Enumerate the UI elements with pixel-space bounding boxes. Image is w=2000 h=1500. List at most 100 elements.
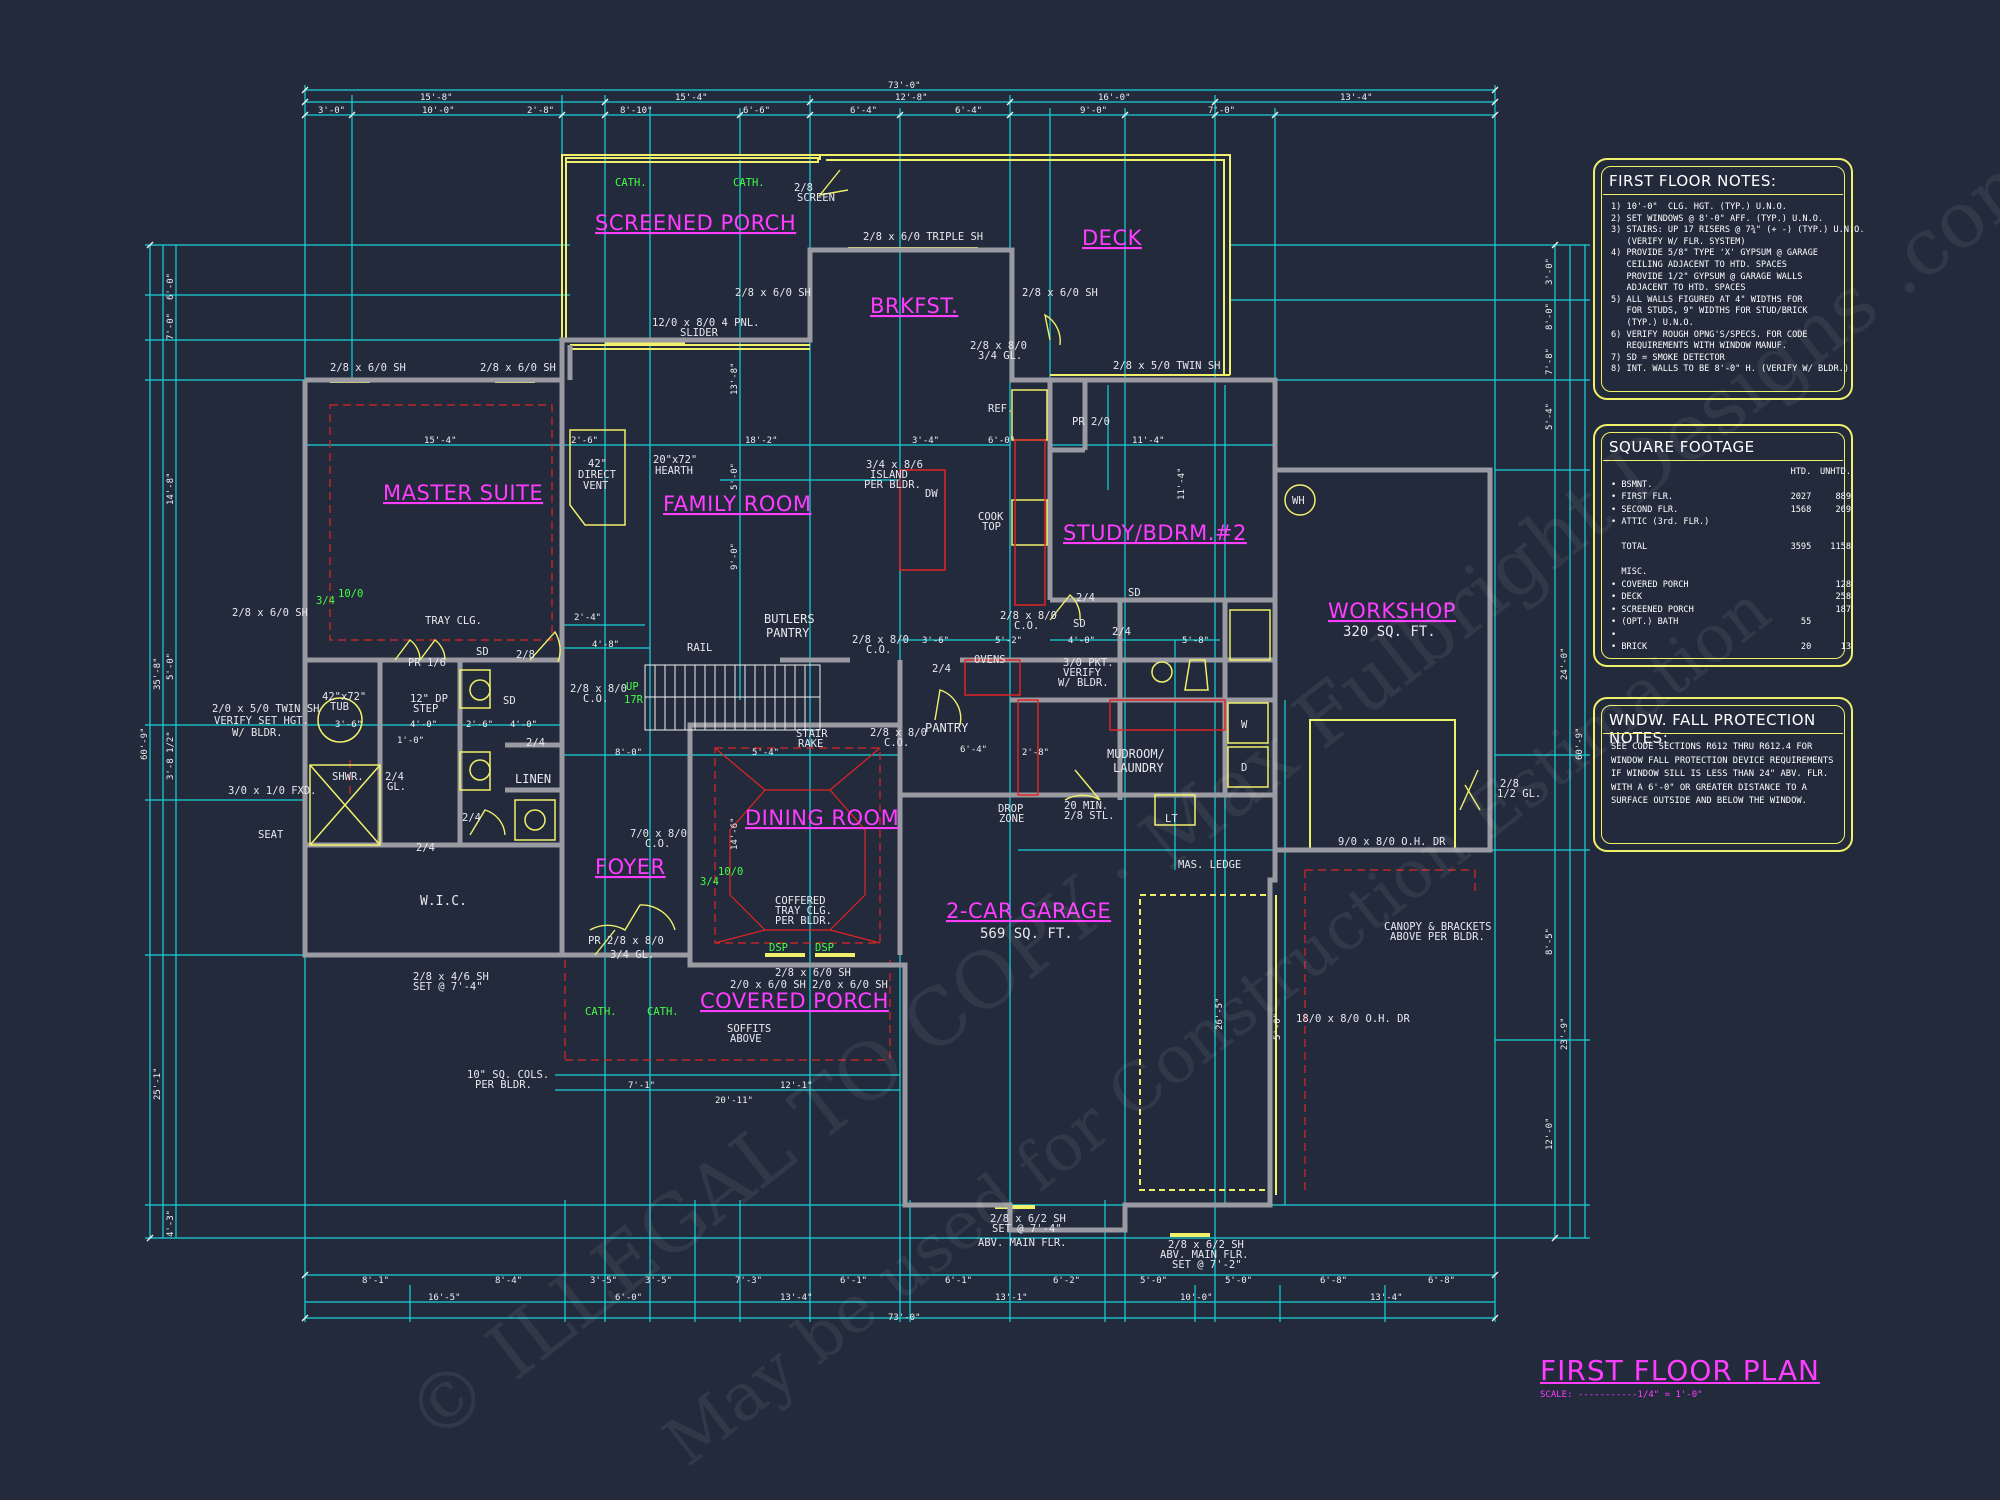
dim-left-small-6: 4'-3" [166,1210,176,1237]
square-footage-cell [1811,616,1851,629]
dim-int-15: 2'-8" [1022,748,1049,758]
square-footage-cell: • (OPT.) BATH [1611,617,1679,628]
label-ohdr-1: 9/0 x 8/0 O.H. DR [1338,836,1446,848]
label-sh-master-side: 2/8 x 6/0 SH [232,607,308,619]
dim-int-18: 20'-11" [715,1096,753,1106]
hidden-lines [329,404,1476,1195]
dim-int-20: 3'-6" [335,720,362,730]
first-floor-note-item: 1) 10'-0" CLG. HGT. (TYP.) U.N.O. [1611,202,1787,212]
square-footage-cell [1811,479,1851,492]
first-floor-note-item: 6) VERIFY ROUGH OPNG'S/SPECS. FOR CODE [1611,329,1808,340]
dim-int-21: 4'-0" [410,720,437,730]
square-footage-cell: 1568 [1790,504,1812,515]
label-twin-side-c: W/ BLDR. [232,727,283,739]
label-canopy-a: CANOPY & BRACKETS [1384,921,1491,933]
label-gl24-b: GL. [387,781,406,793]
dim-top3-7: 9'-0" [1080,106,1107,116]
room-brkfst: BRKFST. [870,294,958,318]
label-d28: 2/8 [516,649,535,661]
label-slider-a: 12/0 x 8/0 4 PNL. [652,317,759,329]
square-footage-cell: • DECK [1611,592,1643,603]
square-footage-box: SQUARE FOOTAGE HTD. UNHTD. • BSMNT.• FIR… [1593,424,1853,667]
room-master-suite: MASTER SUITE [383,481,543,505]
label-cols-a: 10" SQ. COLS. [467,1069,549,1081]
label-hearth-b: HEARTH [655,465,693,477]
dim-top3-1: 10'-0" [422,106,455,116]
room-butlers-2: PANTRY [766,626,810,640]
first-floor-note-item: REQUIREMENTS WITH WINDOW MANUF. [1611,341,1787,352]
window-fall-notes: WNDW. FALL PROTECTION NOTES: SEE CODE SE… [1593,697,1853,852]
label-twin-side-a: 2/0 x 5/0 TWIN SH [212,703,319,715]
label-pkt-b: VERIFY [1063,667,1102,679]
label-sh-cp1: 2/8 x 6/0 SH [775,967,851,979]
dim-bot2-4: 10'-0" [1180,1293,1213,1303]
label-dw: DW [925,488,938,500]
square-footage-title: SQUARE FOOTAGE [1609,438,1755,456]
square-footage-cell: • BSMNT. [1611,479,1653,490]
label-fxd: 3/0 x 1/0 FXD. [228,785,317,797]
square-footage-cell: • SCREENED PORCH [1611,604,1694,615]
label-g34: 3/4 [316,595,335,607]
label-sh62-b: SET @ 7'-4" [992,1223,1062,1235]
dim-bot1-0: 8'-1" [362,1276,389,1286]
first-floor-notes: FIRST FLOOR NOTES: 1) 10'-0" CLG. HGT. (… [1593,158,1865,400]
label-gl34-a: 2/8 x 8/0 [970,340,1027,352]
first-floor-note-item: PROVIDE 1/2" GYPSUM @ GARAGE WALLS [1611,271,1803,282]
label-sd-4: SD [503,695,516,707]
dim-right-small-0: 3'-0" [1545,258,1555,285]
room-workshop: WORKSHOP [1328,599,1456,623]
dim-int-17: 12'-1" [780,1081,813,1091]
first-floor-note-item: 7) SD = SMOKE DETECTOR [1611,352,1725,363]
dim-top-overall: 73'-0" [888,81,921,91]
room-butlers-1: BUTLERS [764,612,815,626]
dim-top3-5: 6'-4" [850,106,877,116]
square-footage-cell: 20 [1800,642,1812,653]
dim-int-6: 2'-4" [574,613,601,623]
square-footage-cell [1811,516,1851,529]
first-floor-note-item: 4) PROVIDE 5/8" TYPE 'X' GYPSUM @ GARAGE [1611,248,1818,259]
dim-bot2-0: 16'-5" [428,1293,461,1303]
dim-left-inner-0: 35'-8" [153,657,163,690]
dim-int-13: 8'-0" [615,748,642,758]
label-sh-brk: 2/8 x 6/0 SH [1022,287,1098,299]
square-footage-cell [1774,479,1812,492]
dim-int-23: 4'-0" [510,720,537,730]
dim-int-30: 5'-0" [1273,1013,1283,1040]
sheet-title: FIRST FLOOR PLAN [1540,1354,1820,1387]
label-screen-b: SCREEN [797,192,835,204]
dim-top3-3: 8'-10" [620,106,653,116]
square-footage-cell [1611,554,1774,567]
first-floor-notes-list: 1) 10'-0" CLG. HGT. (TYP.) U.N.O.2) SET … [1611,202,1865,376]
dim-int-14: 6'-4" [960,745,987,755]
room-linen: LINEN [515,772,551,786]
label-sh-m2: 2/8 x 6/0 SH [480,362,556,374]
label-pr28-a: PR 2/8 x 8/0 [588,935,664,947]
label-tray: TRAY CLG. [425,615,482,627]
square-footage-cell: • COVERED PORCH [1611,579,1689,590]
square-footage-cell: • FIRST FLR. [1611,492,1674,503]
label-co3-b: C.O. [1014,620,1039,632]
dim-right-overall: 60'-9" [1575,727,1585,760]
first-floor-note-item: (VERIFY W/ FLR. SYSTEM) [1611,236,1746,247]
label-up-risers: 17R [624,694,644,706]
label-stair-a: STAIR [796,728,828,740]
dim-left-small-0: 6'-0" [166,273,176,300]
dim-int-27: 5'-0" [730,463,740,490]
label-cath-3: CATH. [585,1006,617,1018]
square-footage-cell [1811,629,1851,642]
dim-top2-3: 16'-0" [1098,93,1131,103]
dim-left-small-1: 7'-0" [166,313,176,340]
label-soffit-b: ABOVE [730,1033,762,1045]
square-footage-cell: 2027 [1790,492,1812,503]
dim-top3-2: 2'-8" [527,106,554,116]
first-floor-note-item: CEILING ADJACENT TO HTD. SPACES [1611,259,1787,270]
square-footage-cell [1811,566,1851,579]
square-footage-cell: MISC. [1611,567,1648,578]
coffered-ceiling [714,747,881,944]
label-co5-b: C.O. [645,838,670,850]
sheet-scale: SCALE: -----------1/4" = 1'-0" [1540,1390,1703,1400]
